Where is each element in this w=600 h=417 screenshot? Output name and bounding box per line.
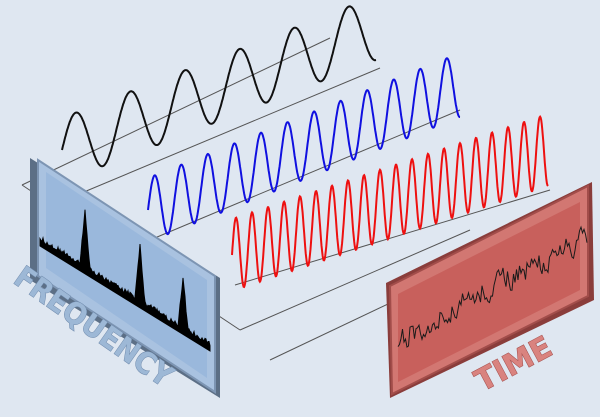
grid-line [22, 38, 330, 185]
low-frequency-wave [62, 6, 376, 166]
grid-line [60, 68, 380, 202]
